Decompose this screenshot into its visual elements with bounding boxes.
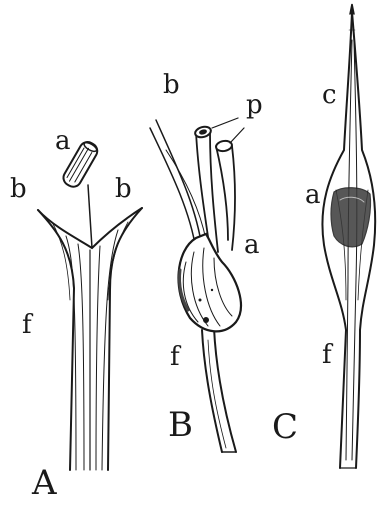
- figure-c-anther: [331, 188, 371, 247]
- figure-c-drawing: [322, 4, 375, 468]
- figure-a-caption: A: [32, 466, 57, 500]
- figure-c-connective-label: c: [322, 82, 337, 108]
- figure-b-filament: [202, 330, 222, 452]
- figure-c-filament-label: f: [322, 342, 332, 368]
- figure-b-bract-label: b: [163, 72, 180, 98]
- figure-a-anther-label: a: [55, 128, 71, 154]
- figure-b-anther-label: a: [244, 232, 260, 258]
- figure-b-bract: [150, 128, 196, 250]
- figure-a-filament-outline: [38, 210, 74, 470]
- figure-a-bract-right-label: b: [115, 176, 132, 202]
- figure-b-filament-label: f: [170, 344, 180, 370]
- figure-b-caption: B: [168, 408, 193, 442]
- figure-b-pollinia-label: p: [246, 92, 263, 118]
- figure-a-bract-left-label: b: [10, 176, 27, 202]
- figure-c-caption: C: [272, 410, 298, 444]
- figure-a-filament-label: f: [22, 312, 32, 338]
- figure-c-anther-label: a: [305, 182, 321, 208]
- figure-b-pollinia: [194, 125, 233, 152]
- figure-b-drawing: [150, 118, 244, 452]
